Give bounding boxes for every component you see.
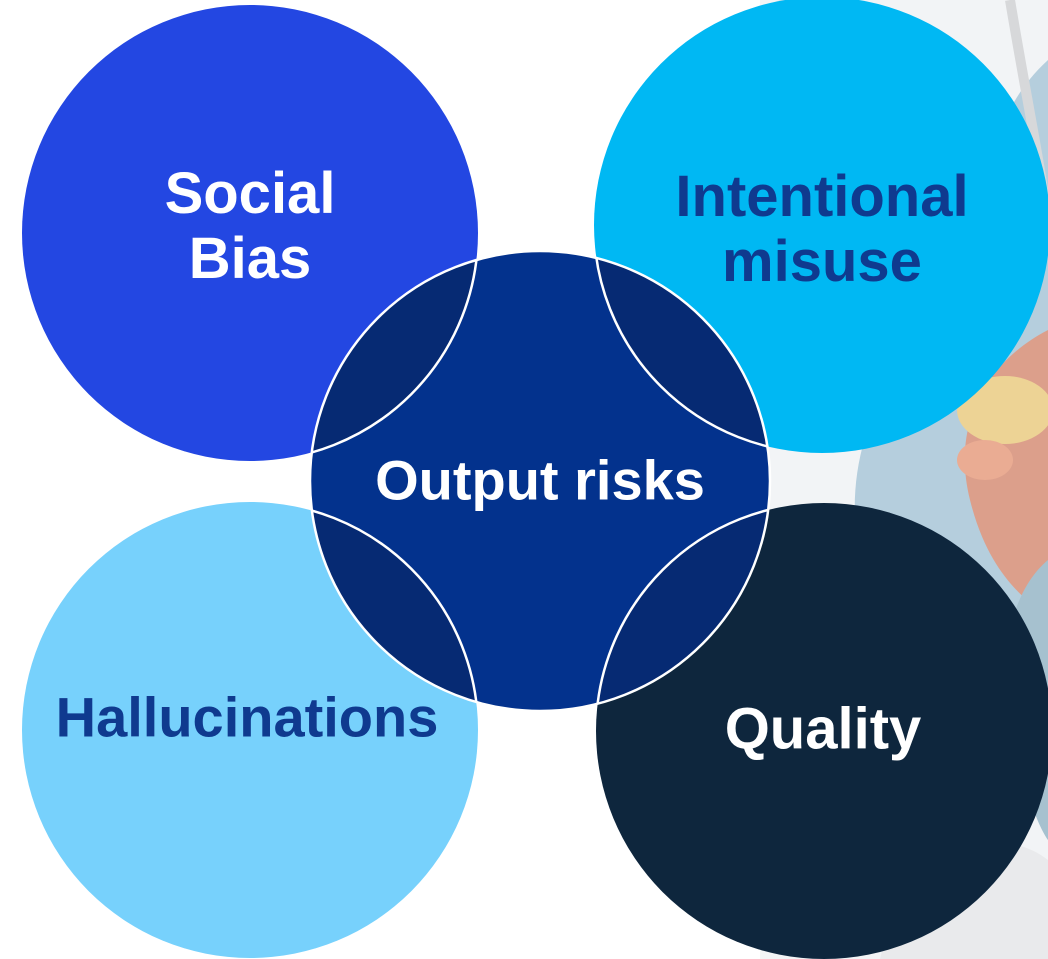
quality-line-1: Quality	[724, 696, 922, 762]
circle-outlines	[308, 249, 772, 713]
intentional-misuse-line-1: Intentional	[675, 164, 969, 230]
social-bias-label: Social Bias	[164, 161, 336, 292]
social-bias-line-1: Social	[164, 161, 336, 227]
hallucinations-line-1: Hallucinations	[55, 685, 439, 749]
hallucinations-label: Hallucinations	[55, 685, 439, 750]
social-bias-line-2: Bias	[188, 226, 312, 291]
output-risks-label: Output risks	[375, 448, 705, 513]
overlap-regions	[310, 251, 770, 711]
intentional-misuse-label: Intentional misuse	[675, 164, 969, 295]
output-risks-line-1: Output risks	[375, 448, 705, 512]
quality-label: Quality	[724, 696, 922, 763]
intentional-misuse-line-2: misuse	[722, 229, 922, 294]
